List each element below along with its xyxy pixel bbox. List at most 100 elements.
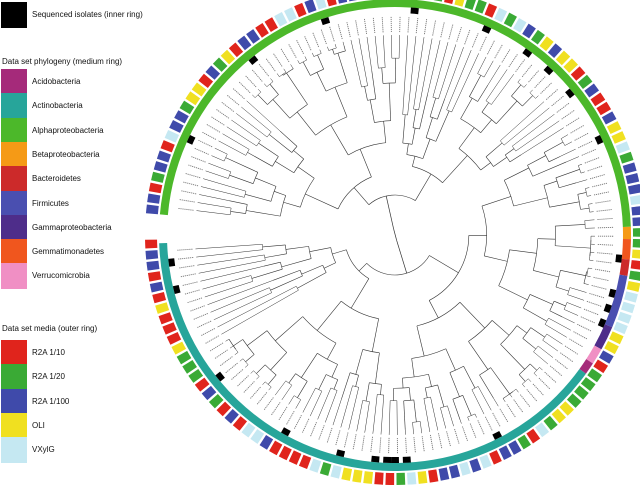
media-ring-tile (627, 183, 640, 195)
tree-branch (317, 387, 332, 420)
tree-branch (371, 318, 379, 352)
tip-label (471, 32, 479, 48)
media-ring-tile (503, 12, 517, 28)
tree-branch (270, 275, 303, 291)
tree-branch (430, 116, 438, 120)
tree-branch (436, 98, 445, 120)
tip-label (520, 394, 531, 408)
tree-branch (460, 118, 481, 133)
media-ring-tile (625, 173, 640, 185)
tree-branch (491, 73, 515, 105)
tip-label (187, 164, 203, 171)
tree-branch (297, 60, 300, 64)
tip-label (181, 281, 198, 287)
tree-branch (358, 38, 368, 86)
tree-branch (578, 165, 582, 174)
tree-branch (402, 114, 406, 144)
tree-branch (281, 385, 293, 401)
tree-branch (266, 131, 272, 138)
media-ring-tile (255, 22, 269, 38)
tree-branch (485, 100, 492, 105)
tree-branch (452, 395, 463, 400)
tree-branch (533, 373, 538, 377)
media-ring-tile (147, 271, 162, 282)
tip-label (370, 436, 373, 453)
tree-branch (299, 59, 307, 65)
media-ring-tile (433, 0, 443, 2)
tree-branch (272, 156, 279, 167)
tree-branch (348, 387, 359, 430)
tip-label (555, 359, 569, 370)
tip-label (190, 155, 206, 163)
legend-phylogeny-label: Bacteroidetes (32, 174, 81, 184)
tree-branch (274, 380, 287, 396)
tree-branch (266, 330, 287, 353)
tree-branch (348, 142, 386, 156)
media-ring-tile (174, 110, 189, 124)
tree-branch (213, 292, 272, 321)
sequenced-isolate-mark (594, 135, 604, 145)
tree-branch (498, 249, 510, 286)
tree-branch (293, 150, 304, 160)
tree-branch (223, 154, 228, 162)
tree-branch (403, 399, 414, 402)
tree-branch (471, 389, 485, 415)
tree-branch (511, 84, 522, 97)
media-ring-tile (417, 470, 428, 484)
tree-branch (416, 325, 425, 357)
media-ring-tile (309, 458, 322, 473)
tree-branch (275, 316, 303, 342)
tree-branch (388, 400, 391, 435)
tree-branch (548, 317, 571, 331)
tip-label (591, 284, 608, 290)
tip-label (469, 423, 477, 439)
tree-branch (562, 316, 575, 324)
tree-branch (218, 140, 246, 156)
tip-label (574, 132, 589, 141)
tree-branch (208, 162, 231, 173)
tip-label (242, 381, 255, 394)
tree-branch (504, 167, 530, 181)
tree-branch (296, 111, 316, 136)
tree-branch (258, 142, 279, 157)
tree-branch (522, 378, 529, 385)
tip-label (309, 422, 317, 438)
tree-branch (245, 204, 248, 214)
tree-branch (411, 128, 416, 145)
sequenced-isolate-mark (248, 55, 259, 65)
tree-branch (204, 281, 253, 298)
tip-label (577, 323, 592, 332)
tree-branch (285, 380, 293, 386)
tree-branch (199, 194, 230, 201)
tree-branch (543, 141, 564, 153)
tree-branch (422, 138, 431, 159)
tree-branch (402, 378, 404, 389)
tree-branch (262, 244, 286, 248)
tree-branch (452, 399, 461, 420)
media-ring-tile (513, 17, 527, 33)
tree-branch (315, 387, 322, 392)
tree-branch (301, 265, 323, 275)
media-ring-tile (522, 23, 536, 39)
media-ring-tile (606, 121, 622, 135)
tip-label (329, 25, 335, 42)
tree-branch (246, 100, 281, 132)
media-ring-tile (454, 0, 465, 7)
tip-label (513, 399, 524, 413)
tree-branch (369, 99, 375, 123)
tree-branch (267, 94, 279, 105)
tip-label (326, 427, 333, 444)
tip-label (224, 362, 238, 374)
tree-branch (275, 161, 295, 174)
tree-branch (256, 364, 266, 374)
tree-branch (586, 275, 591, 277)
tree-branch (322, 265, 327, 273)
tree-branch (542, 339, 559, 352)
phylogeny-ring-segment (579, 359, 593, 374)
tip-label (440, 21, 445, 38)
tree-branch (312, 52, 315, 57)
tree-branch (564, 141, 573, 146)
tree-branch (588, 204, 590, 213)
tree-branch (411, 358, 415, 377)
tree-branch (229, 207, 232, 215)
